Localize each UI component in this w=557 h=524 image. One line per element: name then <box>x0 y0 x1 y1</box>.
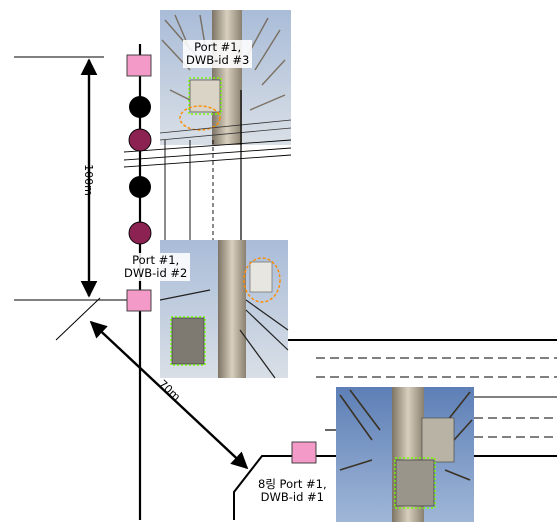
node-pink-middle <box>127 290 151 311</box>
pole-photo-bottom <box>336 387 474 522</box>
node-pink-bottom <box>292 442 316 463</box>
photo-label-middle-id: DWB-id #2 <box>124 267 187 280</box>
pole-photo-top <box>160 10 291 145</box>
node-black-1 <box>129 96 151 118</box>
distance-label-diagonal: 70m <box>156 377 183 403</box>
photo-label-top-id: DWB-id #3 <box>186 54 249 67</box>
photo-label-middle: Port #1, DWB-id #2 <box>121 253 190 281</box>
photo-label-bottom: 8링 Port #1, DWB-id #1 <box>255 477 330 505</box>
photo-label-top: Port #1, DWB-id #3 <box>183 40 252 68</box>
node-pink-top <box>127 55 151 76</box>
photo-label-bottom-id: DWB-id #1 <box>258 491 327 504</box>
node-black-2 <box>129 176 151 198</box>
node-maroon-2 <box>129 222 151 244</box>
node-maroon-1 <box>129 129 151 151</box>
distance-label-vertical: 100m <box>82 164 95 196</box>
